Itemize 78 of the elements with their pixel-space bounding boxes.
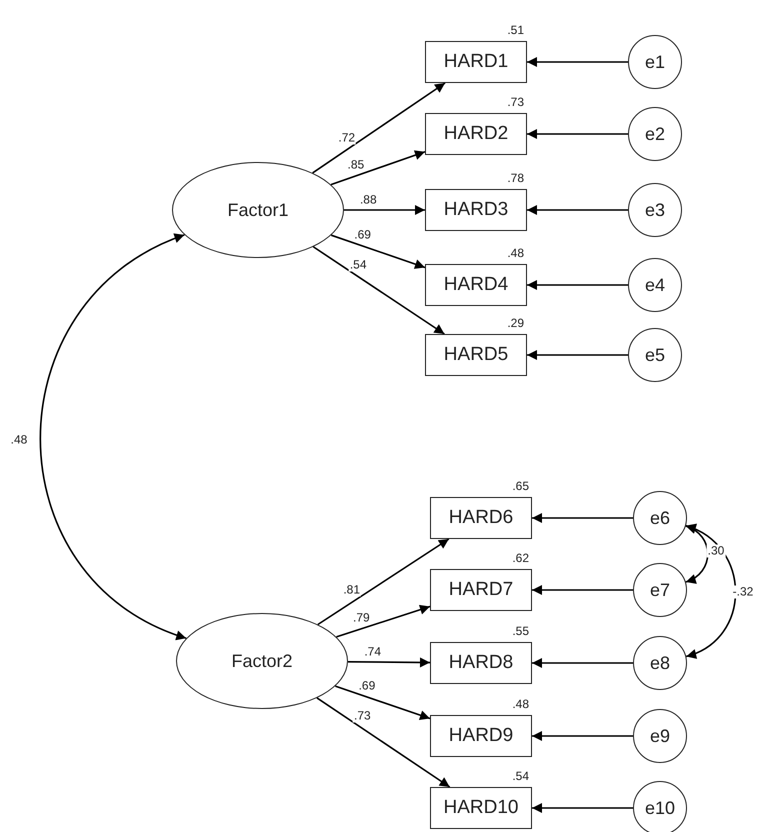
node-label: e5 — [644, 344, 666, 366]
error-term-circle — [628, 328, 682, 382]
r-squared-value: .62 — [512, 551, 529, 565]
edge-label: .69 — [353, 228, 372, 242]
edge-label: .88 — [358, 194, 378, 206]
node-label: e1 — [644, 52, 666, 72]
node-label: HARD10 — [444, 797, 518, 819]
edge-label: .73 — [353, 710, 372, 723]
arrow — [527, 129, 628, 139]
edge-label: .54 — [348, 258, 368, 272]
arrow — [532, 731, 633, 741]
node-label: e6 — [650, 508, 670, 528]
arrow — [312, 246, 445, 335]
node-label: HARD1 — [444, 51, 508, 73]
arrow — [330, 150, 426, 186]
error-term-circle — [628, 107, 682, 161]
error-term-circle — [628, 258, 682, 312]
arrow — [312, 82, 446, 174]
node-label: HARD4 — [444, 274, 508, 296]
node-label: e3 — [644, 200, 666, 220]
error-term-circle — [633, 709, 687, 763]
arrow — [527, 205, 628, 215]
error-term-circle — [628, 35, 682, 89]
node-label: e10 — [644, 798, 676, 818]
r-squared-value: .51 — [507, 23, 524, 37]
arrow — [317, 538, 450, 626]
error-term-circle — [628, 183, 682, 237]
node-label: e2 — [644, 124, 666, 144]
r-squared-value: .73 — [507, 95, 524, 109]
r-squared-value: .54 — [512, 769, 529, 783]
node-label: HARD3 — [444, 199, 508, 221]
node-label: Factor1 — [227, 200, 289, 220]
error-term-circle — [633, 781, 687, 832]
node-label: HARD8 — [448, 652, 514, 674]
edge-label: .72 — [337, 131, 356, 144]
arrow — [527, 350, 628, 360]
node-label: HARD9 — [448, 725, 514, 747]
error-term-circle — [633, 491, 687, 545]
r-squared-value: .55 — [512, 624, 529, 638]
edge-label: .48 — [10, 434, 28, 446]
edge-label: .30 — [706, 544, 726, 558]
node-label: e8 — [650, 652, 670, 674]
arrow — [344, 205, 425, 215]
node-label: HARD7 — [448, 579, 514, 601]
r-squared-value: .48 — [507, 246, 524, 260]
node-label: HARD2 — [444, 123, 508, 145]
error-term-circle — [633, 563, 687, 617]
node-label: e7 — [650, 580, 670, 600]
arrow — [335, 685, 430, 720]
node-label: Factor2 — [231, 650, 293, 672]
edge-label: .69 — [358, 680, 376, 693]
arrow — [532, 658, 633, 668]
edge-label: -.32 — [732, 586, 754, 598]
edge-label: .79 — [352, 612, 371, 625]
edge-label: .85 — [346, 158, 366, 172]
covariance-arrow — [686, 524, 736, 658]
arrow — [532, 585, 633, 595]
error-term-circle — [633, 636, 687, 690]
arrow — [316, 697, 450, 788]
arrow — [330, 234, 426, 269]
edge-label: .74 — [363, 646, 382, 658]
arrow — [532, 513, 633, 523]
arrow — [336, 604, 430, 638]
node-label: e9 — [650, 726, 670, 746]
r-squared-value: .48 — [512, 697, 529, 711]
arrow — [348, 657, 430, 668]
edge-label: .81 — [342, 584, 362, 597]
r-squared-value: .78 — [507, 171, 524, 185]
arrow — [527, 280, 628, 290]
r-squared-value: .65 — [512, 479, 529, 493]
r-squared-value: .29 — [507, 316, 524, 330]
arrow — [527, 57, 628, 67]
node-label: HARD6 — [448, 507, 514, 529]
node-label: e4 — [644, 274, 666, 296]
node-label: HARD5 — [444, 344, 508, 366]
arrow — [532, 803, 633, 813]
covariance-arrow — [40, 234, 187, 640]
covariance-arrow — [685, 525, 708, 583]
